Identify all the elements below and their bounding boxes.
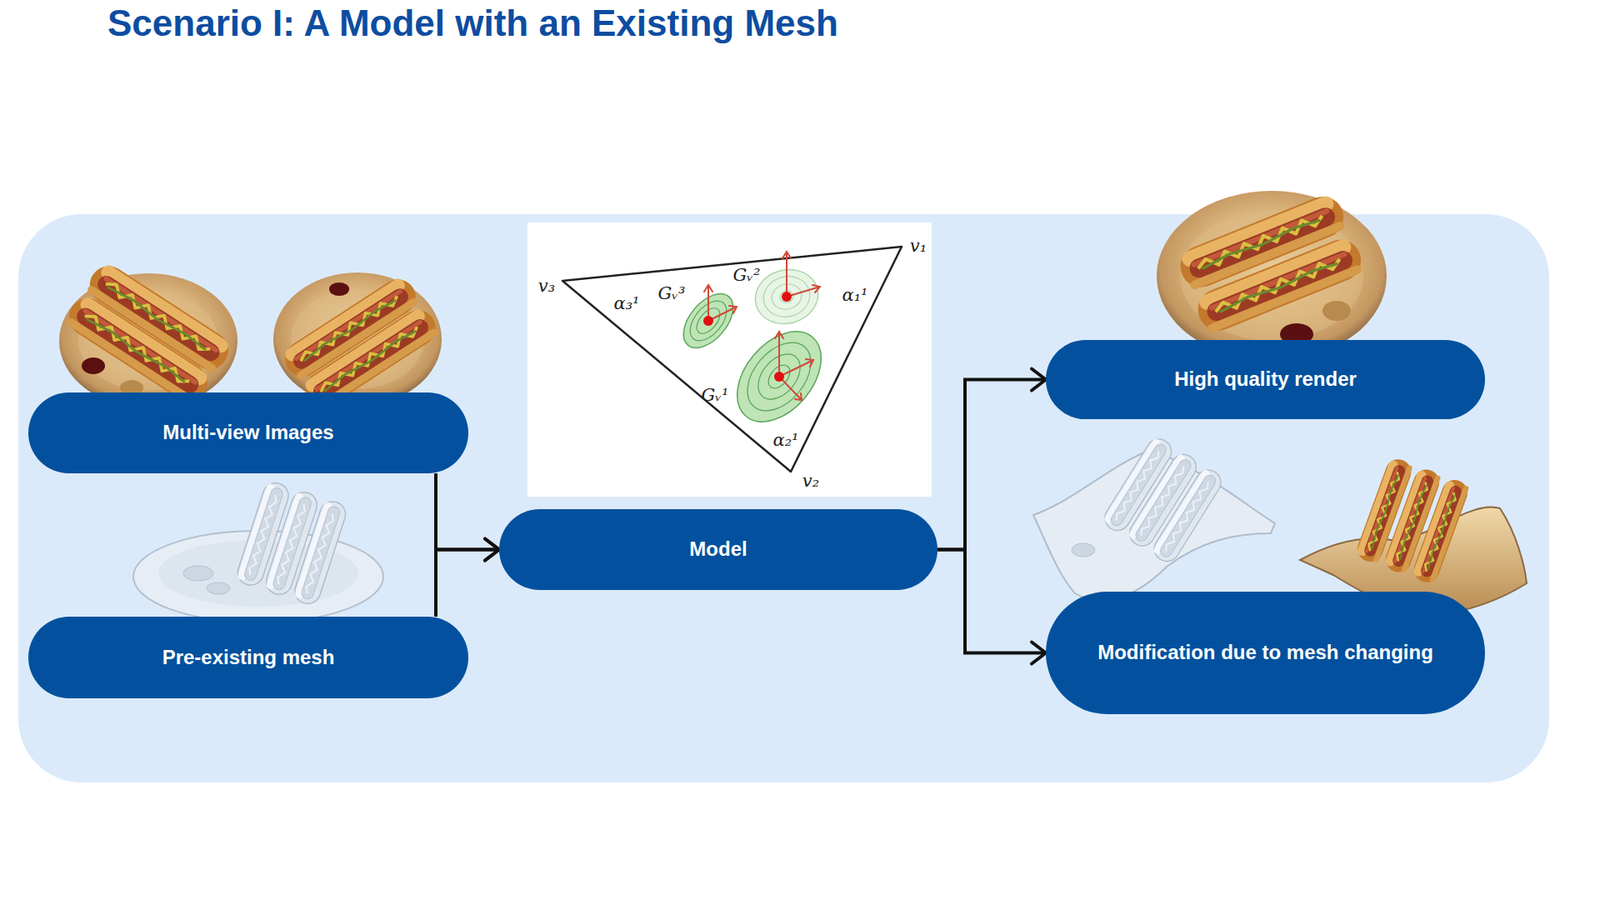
node-text: Multi-view Images [162,420,334,445]
connector-arrow [435,539,500,618]
ketchup [329,282,350,296]
hotdog [1410,476,1471,586]
node-text: Pre-existing mesh [162,645,335,670]
plate [1156,190,1387,361]
gaussian-ring [735,330,824,424]
process-pill: High quality render [1045,340,1485,420]
process-pill: Pre-existing mesh [28,616,469,699]
multiview-image-1 [59,259,238,410]
center-dot [703,315,714,326]
connector-line [937,550,1046,654]
hotdogs [61,259,236,410]
diagram-title: Scenario I: A Model with an Existing Mes… [107,1,839,46]
mesh-image [133,480,384,623]
math-label: Gᵥ¹ [700,386,729,405]
hotdogs [1354,455,1472,586]
axis-arrow [779,359,814,377]
mesh-hotdog [1150,465,1226,566]
mesh-blob [1071,543,1095,557]
node-text: Model [689,537,747,562]
math-label: α₃¹ [613,295,640,313]
math-label: v₂ [802,472,820,490]
math-label: α₁¹ [841,286,868,305]
process-pill: Modification due to mesh changing [1045,591,1485,715]
figure-ground [527,222,932,497]
mesh-hotdogs [234,480,349,608]
node-text: High quality render [1174,367,1357,392]
connector-line [435,473,500,550]
center-dot [774,371,785,382]
mesh-hotdogs [1100,434,1225,566]
gaussian-1 [720,315,839,438]
hotdog [61,290,215,409]
math-label: Gᵥ² [732,266,760,285]
arrow-head [485,539,500,561]
node-text: Modification due to mesh changing [1097,640,1434,665]
axis-arrows [704,251,820,400]
axis-arrow [782,251,791,297]
mesh-hotdog [291,498,350,608]
process-pill: Multi-view Images [28,392,469,474]
side-dish [1322,300,1351,321]
hotdogs [1174,190,1368,337]
math-label: v₁ [910,237,927,255]
hotdog [1191,233,1368,337]
arrow-head [1031,369,1046,391]
math-label: v₃ [538,277,555,295]
connector-line [937,380,1046,550]
mesh-blob [206,582,230,595]
center-dot [781,291,792,302]
connector-arrow [937,550,1046,665]
arrow-head [1031,642,1046,665]
axis-arrow [775,331,784,377]
math-label: Gᵥ³ [657,285,685,303]
connector-line [435,550,500,618]
gaussian-ring [720,315,839,438]
triangle [562,246,902,472]
deformed-mesh [1033,434,1275,600]
math-label: α₂¹ [772,431,799,450]
render-image [1156,190,1387,361]
connector-arrow [435,473,500,561]
mesh-blob [183,565,214,581]
axis-arrow [786,285,820,297]
process-pill: Model [499,509,938,590]
axis-arrow [704,285,713,321]
connector-arrow [937,369,1046,550]
model-figure [527,222,932,497]
ketchup [81,357,105,375]
